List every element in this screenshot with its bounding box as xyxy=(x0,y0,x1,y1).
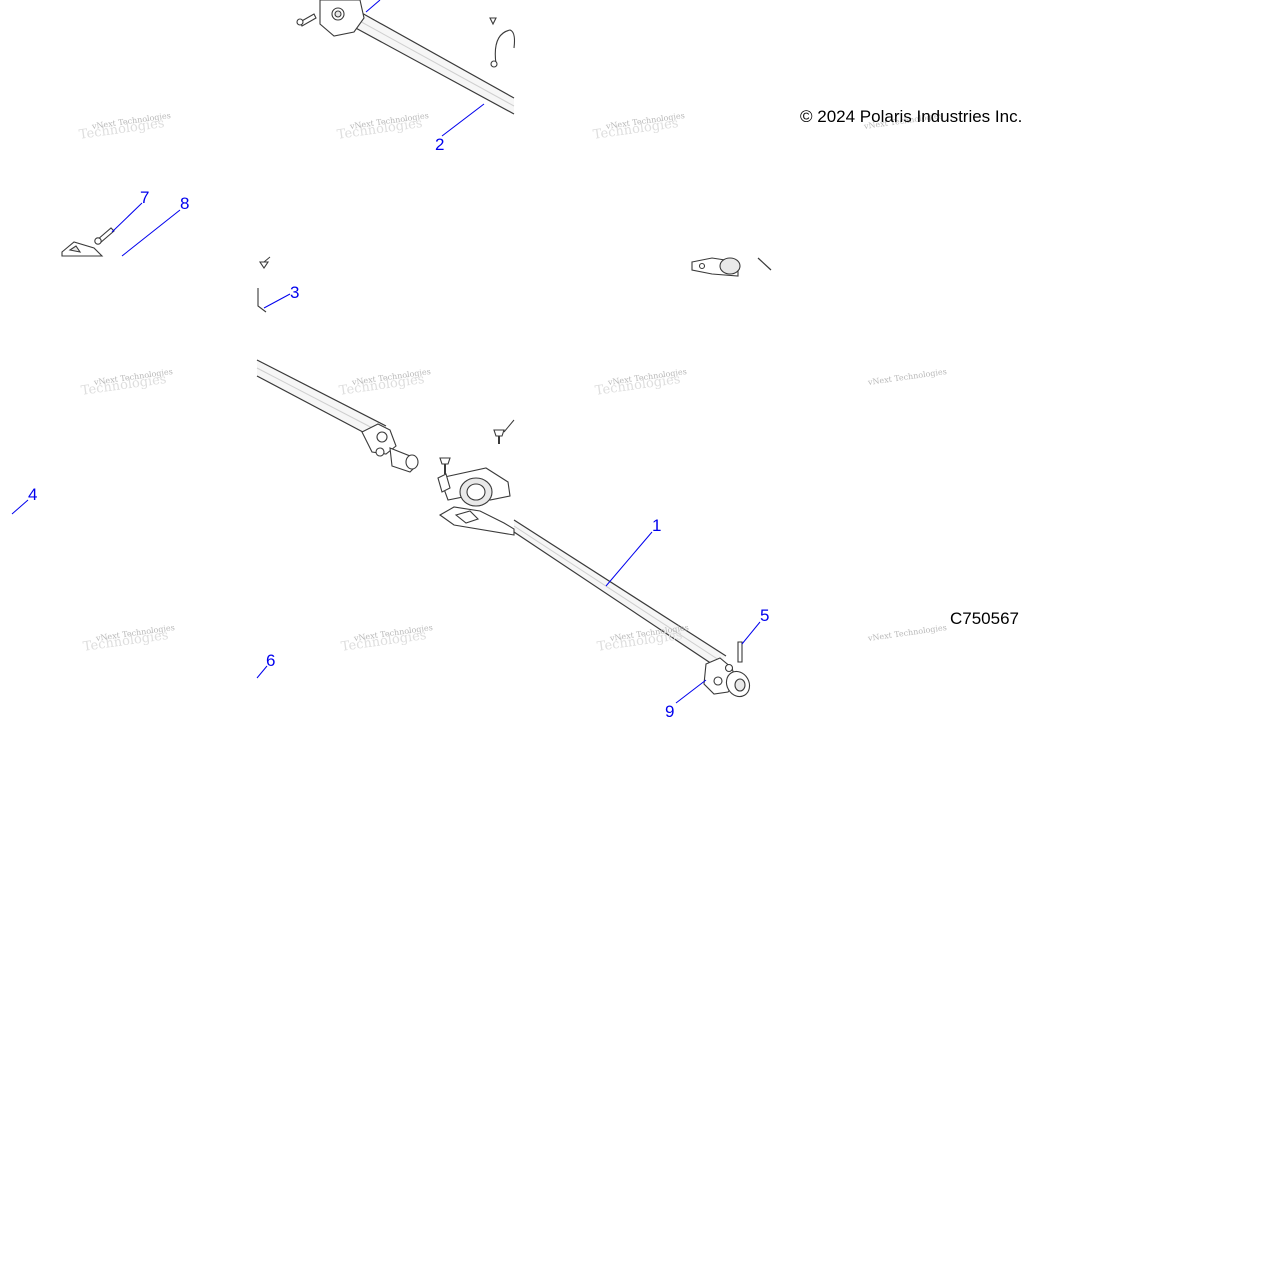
bolt-center-a xyxy=(439,457,451,474)
watermark: Technologies vNext Technologies xyxy=(78,111,171,143)
callout-6: 6 xyxy=(266,651,275,670)
callout-2: 2 xyxy=(435,135,444,154)
callout-1: 1 xyxy=(652,516,661,535)
svg-text:vNext Technologies: vNext Technologies xyxy=(866,367,947,387)
callout-8: 8 xyxy=(180,194,189,213)
u-joint-middle xyxy=(361,423,419,473)
bolt-small xyxy=(258,256,271,269)
leader-5 xyxy=(741,621,761,645)
drive-shaft-front xyxy=(296,0,515,115)
watermark: vNext Technologies xyxy=(866,623,947,643)
watermark: Technologies vNext Technologies xyxy=(596,623,689,655)
watermark: Technologies vNext Technologies xyxy=(338,367,431,399)
leader-1 xyxy=(605,531,653,587)
bolt-center-b xyxy=(493,419,515,444)
callout-3: 3 xyxy=(290,283,299,302)
leader-7 xyxy=(111,202,143,233)
u-joint-front xyxy=(319,0,365,37)
bracket-part-8 xyxy=(61,241,104,257)
watermark: Technologies vNext Technologies xyxy=(336,111,429,143)
watermark-grid: Technologies vNext Technologies Technolo… xyxy=(78,111,947,655)
roll-pin-part-5 xyxy=(737,641,743,663)
leader-9 xyxy=(675,679,707,704)
copyright-text: © 2024 Polaris Industries Inc. xyxy=(800,107,1022,126)
bracket-right xyxy=(691,257,772,277)
leader-2-top xyxy=(365,0,381,13)
callout-7: 7 xyxy=(140,188,149,207)
callout-5: 5 xyxy=(760,606,769,625)
callout-9: 9 xyxy=(665,702,674,721)
center-bearing xyxy=(437,467,515,536)
watermark: Technologies vNext Technologies xyxy=(82,623,175,655)
svg-text:vNext Technologies: vNext Technologies xyxy=(866,623,947,643)
pin-part-3 xyxy=(257,288,267,313)
drawing-number: C750567 xyxy=(950,609,1019,628)
callouts: 1 2 3 4 5 6 7 8 9 xyxy=(28,135,769,721)
watermark: Technologies vNext Technologies xyxy=(80,367,173,399)
leader-8 xyxy=(121,209,181,257)
drive-shaft-rear xyxy=(513,519,751,698)
leader-6 xyxy=(256,665,268,679)
leader-4 xyxy=(11,499,29,515)
u-joint-rear xyxy=(703,657,751,698)
watermark: Technologies vNext Technologies xyxy=(592,111,685,143)
leader-3 xyxy=(263,293,291,309)
bolt-part-7 xyxy=(94,227,115,245)
watermark: Technologies vNext Technologies xyxy=(340,623,433,655)
leader-2 xyxy=(441,103,485,137)
callout-4: 4 xyxy=(28,485,37,504)
retaining-clip xyxy=(489,17,516,68)
drive-shaft-middle xyxy=(256,359,419,473)
watermark: vNext Technologies xyxy=(866,367,947,387)
bolt-upper-left xyxy=(296,13,317,27)
watermark: Technologies vNext Technologies xyxy=(594,367,687,399)
leader-lines xyxy=(11,0,761,704)
tile-masks xyxy=(514,0,1285,96)
